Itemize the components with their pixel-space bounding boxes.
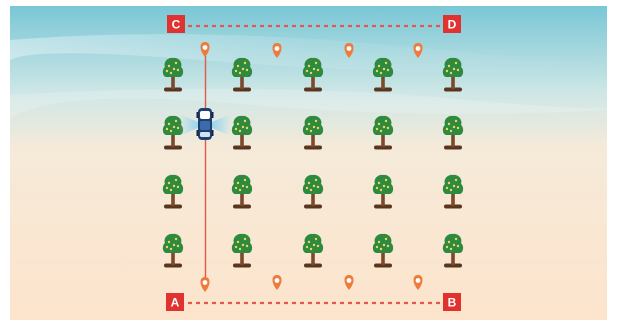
- location-pin-icon: [413, 43, 423, 58]
- location-pin-icon: [272, 275, 282, 290]
- tree-icon: [302, 57, 324, 92]
- location-pin-icon: [413, 275, 423, 290]
- robot-vehicle-icon: [179, 108, 231, 140]
- corner-letter: A: [171, 296, 180, 310]
- tree-icon: [302, 233, 324, 268]
- location-pin-icon: [200, 277, 210, 292]
- corner-box: [166, 293, 184, 311]
- tree-icon: [302, 115, 324, 150]
- corner-label-d: D: [443, 15, 461, 33]
- corner-label-a: A: [166, 293, 184, 311]
- tree-icon: [442, 233, 464, 268]
- tree-icon: [442, 57, 464, 92]
- tree-icon: [231, 233, 253, 268]
- tree-icon: [372, 115, 394, 150]
- location-pin-icon: [344, 43, 354, 58]
- tree-icon: [162, 233, 184, 268]
- corner-letter: C: [172, 18, 181, 32]
- tree-icon: [231, 115, 253, 150]
- corner-label-b: B: [443, 293, 461, 311]
- tree-icon: [162, 115, 184, 150]
- corner-box: [443, 15, 461, 33]
- tree-icon: [231, 57, 253, 92]
- tree-icon: [372, 57, 394, 92]
- tree-icon: [162, 174, 184, 209]
- corner-label-c: C: [167, 15, 185, 33]
- location-pin-icon: [272, 43, 282, 58]
- tree-icon: [302, 174, 324, 209]
- sensor-beam-left: [179, 114, 198, 136]
- cloud-band: [10, 88, 617, 118]
- corner-letter: D: [448, 18, 457, 32]
- corner-letter: B: [448, 296, 457, 310]
- location-pin-icon: [200, 42, 210, 57]
- location-pin-icon: [344, 275, 354, 290]
- corner-box: [443, 293, 461, 311]
- tree-icon: [372, 233, 394, 268]
- tree-icon: [442, 174, 464, 209]
- corner-box: [167, 15, 185, 33]
- tree-icon: [231, 174, 253, 209]
- sensor-beam-right: [212, 114, 231, 136]
- tree-icon: [442, 115, 464, 150]
- tree-icon: [162, 57, 184, 92]
- tree-icon: [372, 174, 394, 209]
